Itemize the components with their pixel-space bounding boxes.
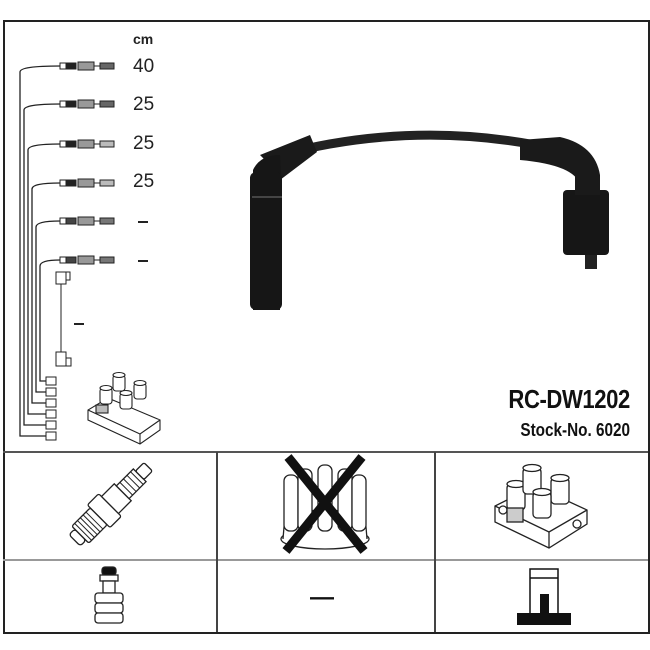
- lead-length-3: 25: [133, 133, 155, 154]
- cable-layout-diagram: [19, 61, 161, 445]
- divider-top-grid: [3, 451, 648, 453]
- divider-mid-grid: [3, 559, 648, 561]
- divider-col-1: [216, 452, 218, 632]
- ignition-cable-image: [250, 130, 609, 310]
- coil-pack-small-icon: [87, 371, 161, 445]
- lead-length-4: 25: [133, 171, 155, 192]
- distributor-cap-icon: [280, 454, 370, 554]
- lead-length-6-dash: [138, 260, 148, 262]
- stock-number: Stock-No. 6020: [520, 420, 630, 440]
- spark-plug-icon: [69, 462, 153, 546]
- distributor-terminal-dash: —: [310, 584, 334, 611]
- lead-length-7-dash: [74, 323, 84, 325]
- coil-terminal-icon: [517, 568, 571, 625]
- part-number: RC-DW1202: [508, 384, 631, 414]
- spark-plug-terminal-icon: [94, 566, 124, 624]
- ignition-coil-icon: [494, 463, 588, 549]
- diagram-frame: [3, 20, 650, 634]
- not-applicable-x-icon: [282, 454, 368, 554]
- lead-length-1: 40: [133, 56, 155, 77]
- lead-length-5-dash: [138, 221, 148, 223]
- lead-length-2: 25: [133, 94, 155, 115]
- divider-col-2: [434, 452, 436, 632]
- unit-label: cm: [133, 31, 154, 47]
